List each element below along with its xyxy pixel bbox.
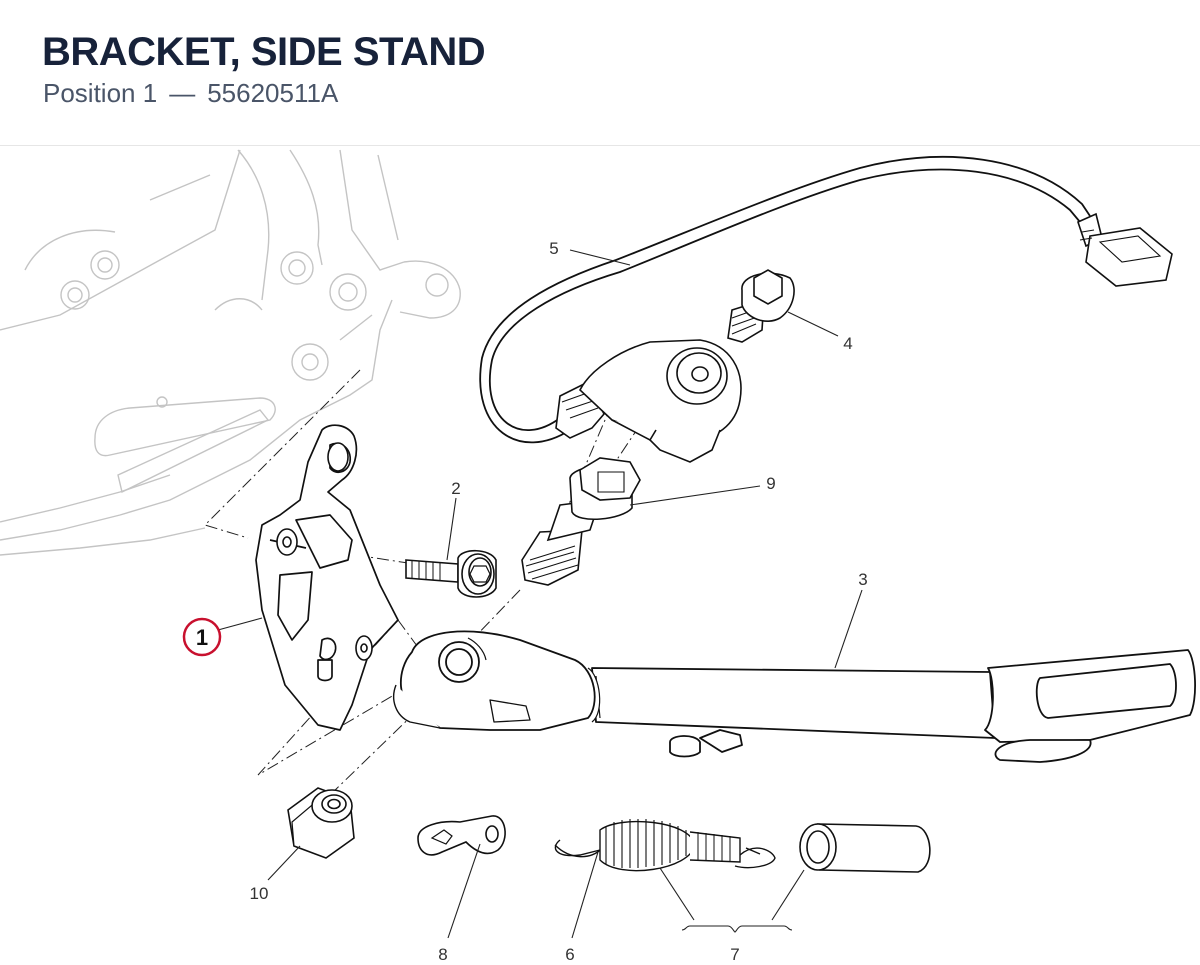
callout-4: 4 [843, 334, 852, 353]
sensor-cable [479, 156, 1091, 444]
sensor-connector [1077, 212, 1173, 287]
bracket-holes [276, 442, 373, 661]
part-number: 55620511A [207, 78, 339, 108]
callout-3: 3 [858, 570, 867, 589]
pivot-bolt [521, 457, 641, 586]
page-subtitle: Position 1 — 55620511A [43, 78, 338, 109]
callout-10: 10 [250, 884, 269, 903]
callout-8: 8 [438, 945, 447, 964]
callout-1-highlight[interactable]: 1 [182, 617, 222, 657]
flange-screw [727, 269, 795, 343]
spring-plate [417, 815, 506, 856]
side-stand-bracket [255, 424, 399, 731]
socket-head-bolt [405, 549, 497, 598]
page-header: BRACKET, SIDE STAND Position 1 — 55620511A [0, 0, 1200, 146]
separator: — [169, 78, 196, 108]
sleeve [799, 823, 931, 873]
sensor-body [555, 339, 742, 463]
callout-5: 5 [549, 239, 558, 258]
side-stand [392, 630, 1196, 763]
page-title: BRACKET, SIDE STAND [42, 30, 486, 74]
engine-casing-outline [0, 149, 461, 556]
callout-1[interactable]: 1 [196, 625, 208, 650]
callout-7: 7 [730, 945, 739, 964]
position-label: Position 1 [43, 78, 158, 108]
spring [554, 819, 776, 872]
callout-9: 9 [766, 474, 775, 493]
lock-nut [287, 787, 355, 859]
callout-2: 2 [451, 479, 460, 498]
leader-lines [217, 249, 863, 939]
callout-6: 6 [565, 945, 574, 964]
